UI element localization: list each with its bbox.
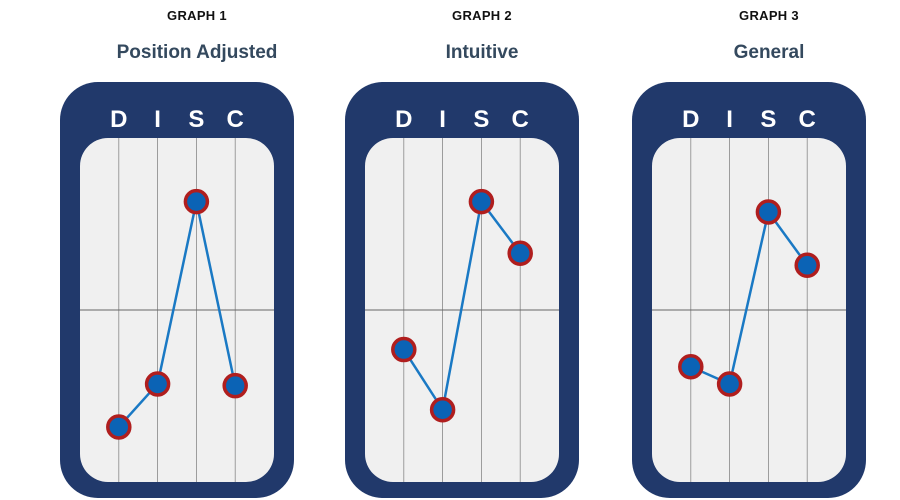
series-line <box>402 200 522 412</box>
data-point <box>507 240 533 266</box>
series-line <box>690 210 809 386</box>
category-label: S <box>188 106 204 133</box>
data-point <box>391 336 417 363</box>
data-point <box>183 188 210 215</box>
category-label: I <box>439 106 446 133</box>
data-point <box>429 397 456 423</box>
data-point <box>794 252 820 279</box>
data-point <box>678 354 704 380</box>
category-label: C <box>227 106 244 133</box>
graph-title: General <box>733 42 805 63</box>
data-point <box>106 414 132 440</box>
category-label: S <box>760 106 776 133</box>
category-label: I <box>154 106 161 133</box>
category-label: C <box>799 106 816 133</box>
data-point <box>144 371 171 397</box>
category-label: I <box>726 106 733 133</box>
category-label: C <box>512 106 529 133</box>
graph-title: Intuitive <box>445 42 519 63</box>
data-point <box>755 199 782 225</box>
data-point <box>716 371 743 397</box>
series-line <box>117 200 237 428</box>
category-label: D <box>682 106 699 133</box>
data-point <box>468 188 495 215</box>
graph-title: Position Adjusted <box>116 42 278 63</box>
graph-label: GRAPH 2 <box>452 8 512 23</box>
graph-label: GRAPH 3 <box>739 8 799 23</box>
graph-label: GRAPH 1 <box>167 8 227 23</box>
category-label: S <box>473 106 489 133</box>
category-label: D <box>110 106 127 133</box>
category-label: D <box>395 106 412 133</box>
data-point <box>222 372 248 399</box>
